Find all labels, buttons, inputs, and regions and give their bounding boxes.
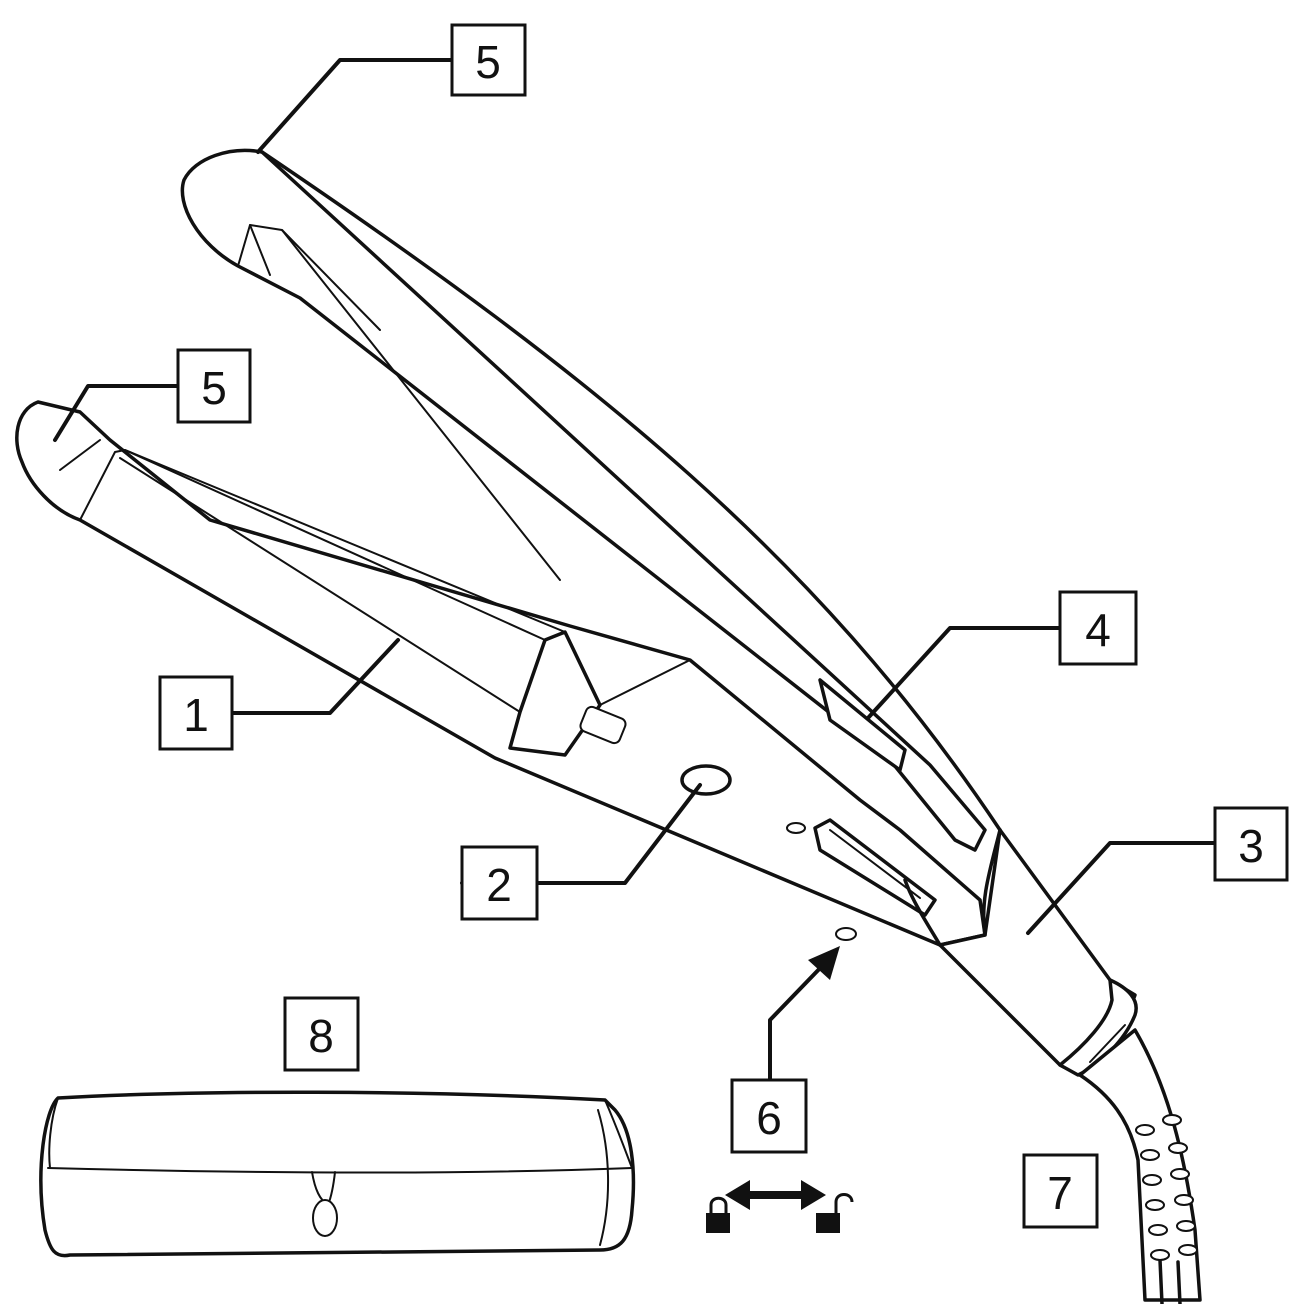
- svg-text:8: 8: [308, 1010, 334, 1062]
- svg-text:2: 2: [486, 859, 512, 911]
- lower-arm: [15, 400, 987, 947]
- svg-text:5: 5: [201, 362, 227, 414]
- storage-pouch: [39, 1090, 636, 1258]
- cord-strain-relief: [1135, 1114, 1198, 1261]
- pouch-zipper-pull: [312, 1199, 338, 1237]
- power-cord: [1078, 1028, 1202, 1304]
- svg-text:1: 1: [183, 689, 209, 741]
- handle: [903, 828, 1138, 1077]
- indicator-window: [818, 678, 907, 772]
- callout-7: 7: [1022, 1153, 1099, 1229]
- callout-6: 6: [730, 1078, 808, 1154]
- double-arrow-icon: [725, 1180, 826, 1210]
- callout-4: 4: [1058, 590, 1138, 666]
- lock-closed-icon: [706, 1196, 730, 1233]
- callout-5-upper: 5: [450, 23, 527, 97]
- callout-5-lower: 5: [176, 348, 252, 424]
- callout-8: 8: [283, 996, 360, 1072]
- svg-text:6: 6: [756, 1092, 782, 1144]
- callout-2: 2: [460, 845, 539, 921]
- callout-1: 1: [158, 675, 234, 751]
- svg-text:5: 5: [475, 36, 501, 88]
- svg-text:4: 4: [1085, 604, 1111, 656]
- lock-open-icon: [816, 1193, 854, 1233]
- svg-text:3: 3: [1238, 820, 1264, 872]
- upper-arm: [180, 148, 1002, 852]
- power-button-shape: [680, 764, 732, 796]
- lock-pointer-arrow: [768, 946, 840, 1082]
- svg-text:7: 7: [1047, 1167, 1073, 1219]
- callout-3: 3: [1213, 806, 1289, 882]
